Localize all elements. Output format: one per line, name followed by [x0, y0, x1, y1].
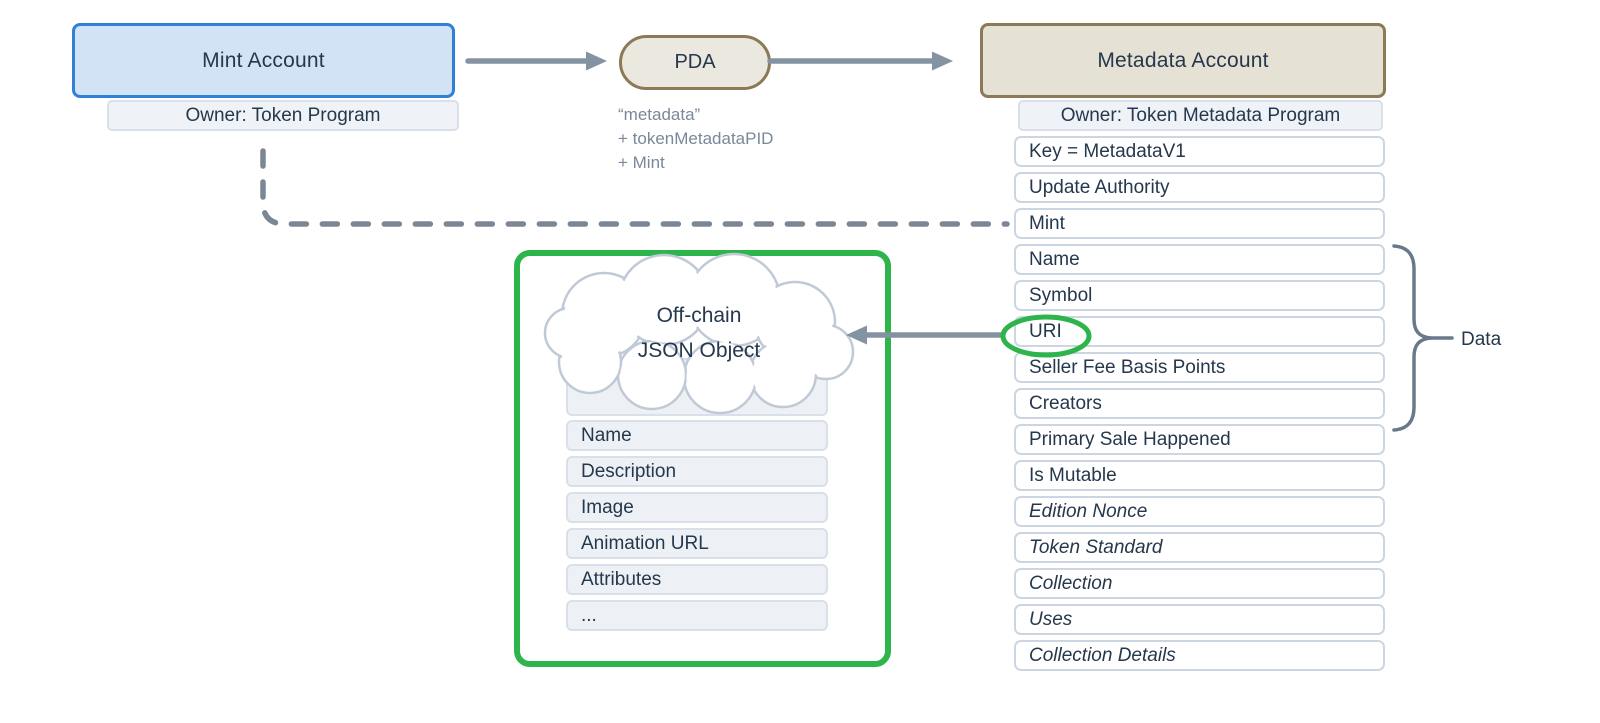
- metadata-owner-label: Owner: Token Metadata Program: [1060, 104, 1341, 126]
- metadata-field-row: Token Standard: [1014, 532, 1385, 563]
- metadata-field-row: Is Mutable: [1014, 460, 1385, 491]
- offchain-field-row: Description: [566, 456, 828, 487]
- offchain-field-row: ...: [566, 600, 828, 631]
- arrow-mint-to-pda: [465, 51, 607, 71]
- metadata-field-row: Mint: [1014, 208, 1385, 239]
- metadata-field-row: Name: [1014, 244, 1385, 275]
- pda-seed-lines: “metadata” + tokenMetadataPID + Mint: [618, 105, 774, 172]
- data-brace-label: Data: [1461, 329, 1502, 350]
- offchain-field-row: Animation URL: [566, 528, 828, 559]
- metadata-owner-row: Owner: Token Metadata Program: [1018, 100, 1383, 131]
- mint-owner-row: Owner: Token Program: [107, 100, 459, 131]
- arrow-pda-to-metadata: [767, 51, 953, 71]
- metadata-field-row: Creators: [1014, 388, 1385, 419]
- metadata-field-row: Seller Fee Basis Points: [1014, 352, 1385, 383]
- metadata-field-row: Collection: [1014, 568, 1385, 599]
- metadata-account-title: Metadata Account: [1097, 48, 1269, 72]
- offchain-field-row: Name: [566, 420, 828, 451]
- offchain-field-row: Image: [566, 492, 828, 523]
- metadata-field-row: Uses: [1014, 604, 1385, 635]
- mint-account-box: Mint Account: [72, 23, 455, 98]
- metadata-field-row: Primary Sale Happened: [1014, 424, 1385, 455]
- metadata-field-row: Update Authority: [1014, 172, 1385, 203]
- pda-pill: PDA: [619, 35, 771, 90]
- metadata-field-row: Edition Nonce: [1014, 496, 1385, 527]
- metadata-field-row: Symbol: [1014, 280, 1385, 311]
- data-brace: Data: [1392, 244, 1502, 432]
- metadata-field-row: Collection Details: [1014, 640, 1385, 671]
- mint-owner-label: Owner: Token Program: [185, 104, 381, 126]
- metadata-field-row: URI: [1014, 316, 1385, 347]
- pda-label: PDA: [674, 51, 716, 73]
- offchain-field-row: Attributes: [566, 564, 828, 595]
- offchain-table-spacer: [566, 358, 828, 416]
- mint-account-title: Mint Account: [202, 48, 325, 72]
- metadata-field-row: Key = MetadataV1: [1014, 136, 1385, 167]
- metadata-account-box: Metadata Account: [980, 23, 1386, 98]
